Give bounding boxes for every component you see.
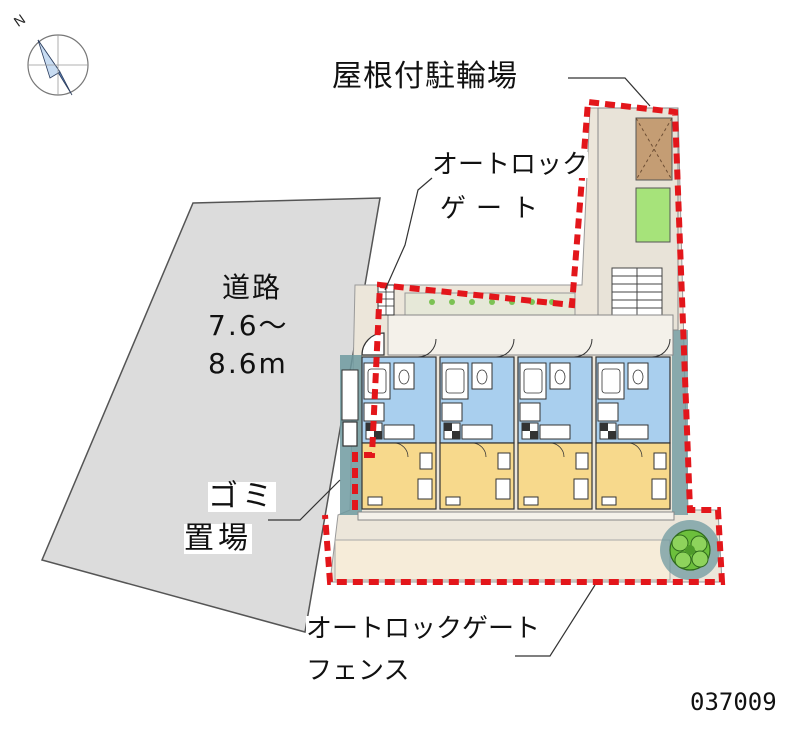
unit-1-living-door [393,442,409,458]
unit-2-toilet [476,369,488,385]
unit-3-kitchen-counter [539,424,571,440]
garbage-area-label-line2: 置場 [184,521,252,556]
unit-3-ac-unit [523,496,539,506]
property-code: 037009 [690,688,777,716]
unit-1-kitchen-counter [383,424,415,440]
unit-3-living-door [549,442,565,458]
garbage-area-label-line1: ゴミ [208,479,276,514]
road-label-line3: 8.6m [208,347,288,380]
mailbox-column [341,369,359,421]
unit-1-stove-check-1 [366,423,374,431]
unit-3-closet-lower [573,478,589,500]
unit-1-toilet [398,369,410,385]
unit-2-washbasin [441,402,463,422]
unit-3-closet-upper [575,452,589,470]
green-lawn-ne [635,187,671,243]
unit-4-bathtub [601,368,621,394]
road-area [40,197,381,633]
unit-3-stove-check-1 [522,423,530,431]
unit-4-stove-check-2 [608,431,616,439]
unit-2-bathtub [445,368,465,394]
unit-4-living-door [627,442,643,458]
unit-2-living-door [471,442,487,458]
unit-3-stove-check-2 [530,431,538,439]
compass: N [11,11,89,96]
unit-2-closet-lower [495,478,511,500]
bike-shelter-roof [635,117,673,181]
unit-2-ac-unit [445,496,461,506]
unit-4-stove-check-1 [600,423,608,431]
unit-1-stove-check-2 [374,431,382,439]
garbage-box [342,421,358,447]
unit-1-closet-lower [417,478,433,500]
bicycle-parking-label: 屋根付駐輪場 [332,59,518,94]
unit-2-kitchen-counter [461,424,493,440]
unit-4-kitchen-counter [617,424,649,440]
autolock-gate-label-line2: ゲート [440,194,549,224]
unit-1-ac-unit [367,496,383,506]
compass-needle-light [37,39,61,79]
balcony-strip [357,511,675,521]
unit-4-ac-unit [601,496,617,506]
unit-4-toilet [632,369,644,385]
unit-2-stove-check-2 [452,431,460,439]
road-label-line1: 道路 [222,271,283,304]
tree [669,529,711,571]
compass-north-letter: N [11,11,28,30]
south-garden [334,539,671,581]
units-group [361,338,671,510]
autolock-gate-label-line1: オートロック [432,150,589,180]
unit-3-toilet [554,369,566,385]
unit-1-closet-upper [419,452,433,470]
leader-lines [268,77,651,657]
unit-2-stove-check-1 [444,423,452,431]
unit-4-washbasin [597,402,619,422]
fence-gate-label-line2: フェンス [306,656,410,686]
east-shade [672,330,688,515]
fence-gate-label-line1: オートロックゲート [306,614,541,644]
unit-2-closet-upper [497,452,511,470]
unit-3-washbasin [519,402,541,422]
road-label-line2: 7.6〜 [208,309,289,342]
unit-4-closet-upper [653,452,667,470]
site-boundary [322,98,726,585]
unit-4-closet-lower [651,478,667,500]
unit-3-bathtub [523,368,543,394]
corridor [387,314,674,356]
